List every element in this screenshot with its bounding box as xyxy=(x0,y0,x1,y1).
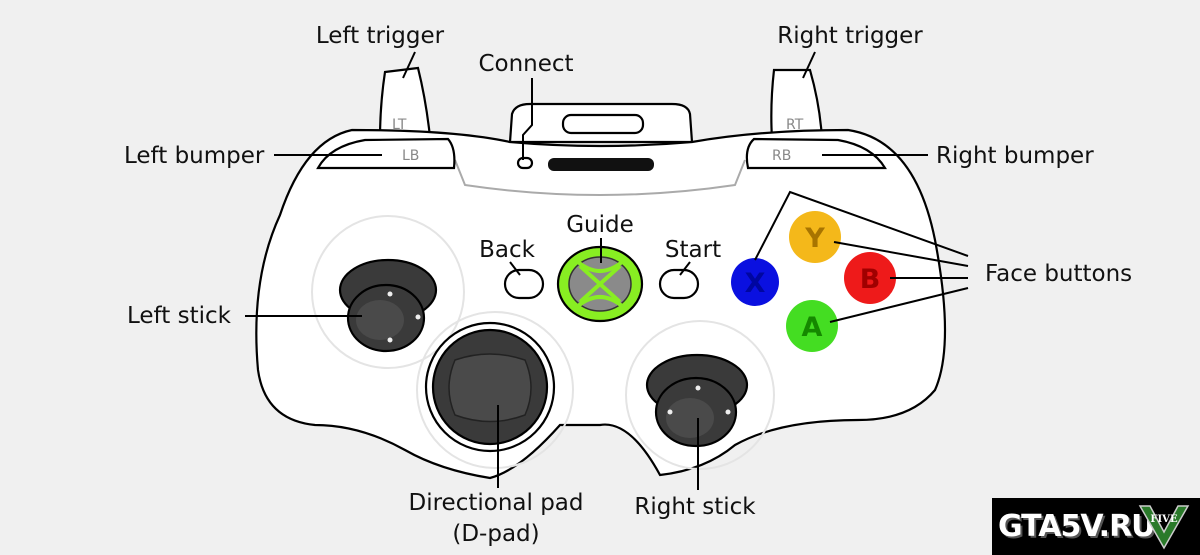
back-button xyxy=(503,268,545,300)
label-left-stick: Left stick xyxy=(127,303,232,329)
leader-lines xyxy=(245,51,969,490)
x-marking: X xyxy=(745,268,766,299)
gta-five-logo-icon: FIVE xyxy=(1138,505,1190,550)
rt-marking: RT xyxy=(786,117,804,133)
start-button xyxy=(658,268,700,300)
left-stick xyxy=(311,215,465,369)
label-back: Back xyxy=(479,237,536,263)
b-marking: B xyxy=(860,264,881,295)
label-left-bumper: Left bumper xyxy=(124,143,265,169)
b-button: B xyxy=(844,252,896,304)
label-guide: Guide xyxy=(566,212,634,238)
top-connector xyxy=(508,102,694,144)
lb-marking: LB xyxy=(402,148,419,164)
label-left-trigger: Left trigger xyxy=(316,23,445,49)
label-dpad-line2: (D-pad) xyxy=(452,521,539,547)
guide-button xyxy=(556,245,644,323)
connect-button xyxy=(516,156,534,170)
right-trigger: RT xyxy=(770,68,824,141)
label-connect: Connect xyxy=(478,51,573,77)
y-button: Y xyxy=(789,211,841,263)
right-stick xyxy=(625,320,775,470)
label-right-stick: Right stick xyxy=(634,494,756,520)
a-marking: A xyxy=(802,312,823,343)
right-bumper: RB xyxy=(745,137,887,170)
left-trigger: LT xyxy=(378,66,432,141)
watermark-logo-text: FIVE xyxy=(1150,514,1178,525)
x-button: X xyxy=(731,258,779,306)
label-right-trigger: Right trigger xyxy=(777,23,923,49)
watermark-text: GTA5V.RU xyxy=(998,509,1156,544)
label-dpad-line1: Directional pad xyxy=(409,490,584,516)
label-face-buttons: Face buttons xyxy=(985,261,1132,287)
y-marking: Y xyxy=(804,223,825,254)
label-start: Start xyxy=(665,237,721,263)
body-contour xyxy=(454,159,746,196)
lt-marking: LT xyxy=(392,117,407,133)
a-button: A xyxy=(786,300,838,352)
rb-marking: RB xyxy=(772,148,791,164)
d-pad xyxy=(416,311,574,469)
ir-window xyxy=(548,158,654,171)
label-right-bumper: Right bumper xyxy=(936,143,1094,169)
site-watermark: GTA5V.RU FIVE xyxy=(992,498,1200,555)
